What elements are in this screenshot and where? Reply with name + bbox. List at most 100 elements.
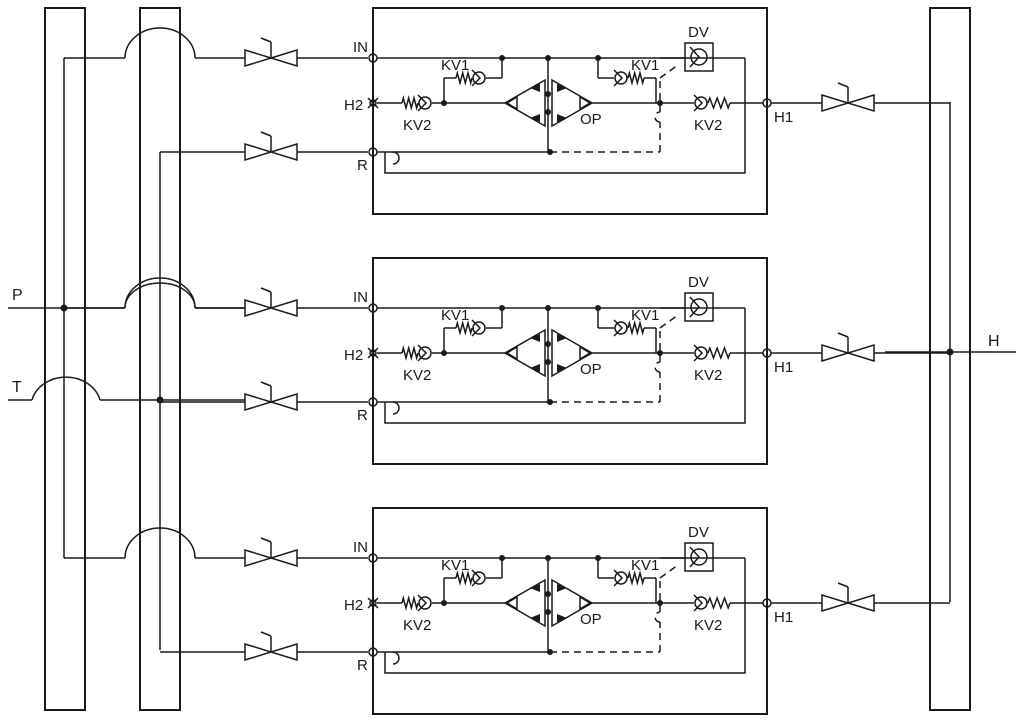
module-frame [372,257,768,465]
kv1-right-check-valve [613,69,628,87]
gate-valve-body [821,343,851,363]
spring-zigzag [627,320,645,336]
label-kv2-right: KV2 [694,117,722,134]
check-valve-seat [613,69,624,87]
h1-shutoff-valve [821,332,875,363]
kv2-right-check-valve [693,94,708,112]
gate-valve-handle [260,131,272,137]
check-valve-ball [472,321,486,335]
op-arrow-right-top [557,584,567,592]
junction-dot [595,555,601,561]
label-h1: H1 [774,359,793,376]
dv-valve-seat [689,46,701,68]
op-left-cone [503,328,546,378]
kv2-right-spring [707,595,731,611]
dv-valve-seat [689,296,701,318]
check-valve-ball [418,96,432,110]
op-left-cone [503,578,546,628]
gate-valve-body [244,392,274,412]
junction-dot [545,609,551,615]
label-h2: H2 [344,347,363,364]
internal-loop [384,558,746,674]
check-valve-seat [693,344,704,362]
op-arrow-right-top [557,334,567,342]
gate-valve-body [244,298,274,318]
dv-valve-body [684,292,714,322]
return-shutoff-valve [244,631,298,662]
dv-valve-ball [690,48,708,66]
label-r: R [357,407,368,424]
label-h1: H1 [774,609,793,626]
label-kv1-right: KV1 [631,57,659,74]
label-kv2-right: KV2 [694,367,722,384]
label-in: IN [353,539,368,556]
gate-valve-body [845,93,875,113]
pipe-t-collector [139,7,181,711]
op-arrow-left-top [530,84,540,92]
gate-valve-body [244,48,274,68]
h1-shutoff-valve [821,82,875,113]
check-valve-ball [472,571,486,585]
spring-zigzag [707,95,731,111]
check-valve-seat [471,69,482,87]
gate-valve-body [268,392,298,412]
kv2-left-check-valve [417,594,432,612]
op-right-cone [551,78,594,128]
label-r: R [357,657,368,674]
op-left-cone [503,78,546,128]
dv-valve-body [684,42,714,72]
h2-plug-mark [367,347,379,359]
gate-valve-handle [837,332,849,338]
junction-dot [595,305,601,311]
r-crossover [377,651,400,665]
op-left-arrow [505,595,518,611]
op-arrow-right-top [557,84,567,92]
pipe-h-collector [929,7,971,711]
op-arrow-left-bottom [530,364,540,372]
pilot-line [659,314,679,329]
kv2-left-spring [401,595,419,611]
gate-valve-handle [837,582,849,588]
label-op: OP [580,611,602,628]
label-h2: H2 [344,597,363,614]
kv1-right-spring [627,570,645,586]
pilot-line-arc [654,111,661,123]
junction-dot [545,341,551,347]
port-h2 [369,99,377,107]
kv1-left-spring [455,320,473,336]
kv2-right-check-valve [693,594,708,612]
op-arrow-right-bottom [557,114,567,122]
label-kv1-left: KV1 [441,307,469,324]
junction-dot [499,305,505,311]
internal-loop [384,308,746,424]
label-kv1-left: KV1 [441,557,469,574]
return-shutoff-valve [244,131,298,162]
spring-zigzag [707,595,731,611]
gate-valve-body [821,593,851,613]
pipe-crossover [124,277,196,309]
check-valve-ball [614,321,628,335]
check-valve-ball [614,71,628,85]
label-in: IN [353,39,368,56]
kv2-right-spring [707,345,731,361]
label-t: T [12,379,22,396]
check-valve-seat [693,594,704,612]
junction-dot [545,591,551,597]
label-p: P [12,287,23,304]
dv-valve-seat [689,546,701,568]
h2-plug-mark [367,97,379,109]
check-valve-seat [417,94,428,112]
label-dv: DV [688,524,709,541]
spring-zigzag [401,95,419,111]
gate-valve-handle [260,37,272,43]
spring-zigzag [627,570,645,586]
pilot-line-arc [654,361,661,373]
check-valve-seat [471,319,482,337]
spring-zigzag [401,345,419,361]
module-frame [372,7,768,215]
h2-plug-mark [367,597,379,609]
gate-valve-body [244,142,274,162]
